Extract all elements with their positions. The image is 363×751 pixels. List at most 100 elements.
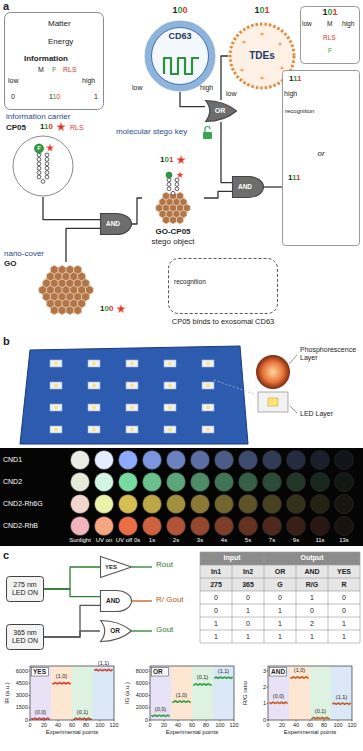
state-label: (1,1) <box>218 668 229 674</box>
tick-mark <box>178 720 179 722</box>
sample-disc <box>71 495 90 514</box>
code-value: 101 <box>254 6 269 16</box>
state-band <box>51 666 72 720</box>
tick-mark <box>58 720 59 722</box>
column-label: 11s <box>315 537 324 544</box>
led-light <box>206 384 210 388</box>
vesicle-dot <box>260 76 263 79</box>
sample-disc <box>263 495 282 514</box>
led-light <box>54 362 58 366</box>
connector <box>66 228 100 262</box>
or-gate: OR <box>100 620 132 642</box>
and-gate: AND <box>100 590 132 612</box>
code-digit: 1 <box>169 155 173 164</box>
sample-disc <box>95 473 114 492</box>
tick-mark <box>310 720 311 722</box>
tick-mark <box>149 683 151 684</box>
state-label: (0,0) <box>273 693 284 699</box>
scale-label: F <box>52 66 56 74</box>
tick-mark <box>268 720 269 722</box>
tick-mark <box>164 720 165 722</box>
gate-outline <box>101 621 132 642</box>
sample-disc <box>215 473 234 492</box>
tick-mark <box>29 720 31 721</box>
code-digit: 1 <box>40 122 44 131</box>
led-chip <box>50 360 62 367</box>
node-outline <box>168 258 278 314</box>
scale-label: high <box>342 20 354 27</box>
data-point <box>231 677 233 679</box>
connector <box>44 631 100 637</box>
data-point <box>286 702 288 704</box>
tick-label: 100 <box>215 722 224 728</box>
code-value: 100 <box>172 6 187 16</box>
yes-gate: YES <box>100 556 132 578</box>
table-cell: 1 <box>342 620 346 628</box>
photo-ground <box>0 448 363 546</box>
tick-label: 0 <box>266 722 269 728</box>
node-label: 365 nm LED ON <box>9 629 41 644</box>
table-rule <box>200 565 360 566</box>
code-digit: 1 <box>52 93 56 100</box>
state-band <box>72 666 93 720</box>
go-hexagon <box>177 216 184 224</box>
sample-disc <box>119 517 138 536</box>
code-digit: 0 <box>183 5 188 15</box>
sample-disc <box>191 517 210 536</box>
chart-title: OR <box>153 668 163 675</box>
code-digit: 0 <box>109 304 113 313</box>
vesicle-dot <box>240 68 243 71</box>
base-bead <box>45 175 49 179</box>
state-band <box>331 666 352 720</box>
code-digit: 1 <box>100 304 104 313</box>
tick-mark <box>206 720 207 722</box>
sample-disc <box>143 495 162 514</box>
sample-disc <box>335 451 354 470</box>
table-cell: 1 <box>278 620 282 628</box>
code-digit: 1 <box>296 173 300 182</box>
led-layer <box>258 392 288 412</box>
rls-star <box>177 156 186 164</box>
tick-label: 100 <box>95 722 104 728</box>
node-label: or <box>317 150 324 159</box>
led-chip <box>88 426 100 433</box>
table-cell: 1 <box>214 620 218 628</box>
led-chip <box>202 426 214 433</box>
tick-label: 3000 <box>16 692 28 698</box>
led-chip <box>202 404 214 411</box>
binding-box: recognitionCP05 binds to exosomal CD63 <box>168 258 278 314</box>
table-rule <box>200 552 360 553</box>
tick-label: 40 <box>175 722 181 728</box>
tick-label: 60 <box>307 722 313 728</box>
table-cell: 0 <box>214 594 218 602</box>
state-label: (0,1) <box>197 674 208 680</box>
chart-title: AND <box>271 668 285 675</box>
tick-label: 80 <box>83 722 89 728</box>
led-die <box>268 398 278 406</box>
table-cell: 0 <box>342 607 346 615</box>
column-label: 1s <box>149 537 155 544</box>
sample-disc <box>311 451 330 470</box>
ring-label: low <box>132 84 143 92</box>
code-digit: 0 <box>327 7 332 17</box>
output-wire <box>132 566 152 567</box>
scale-label: RLS <box>323 34 336 41</box>
plot-frame <box>150 666 234 720</box>
tick-label: 100 <box>333 722 342 728</box>
led-chip <box>164 426 176 433</box>
table-cell: 1 <box>246 607 250 615</box>
table-cell: 2 <box>310 620 314 628</box>
sample-disc <box>239 495 258 514</box>
table-rule <box>200 604 360 605</box>
vesicle-dot <box>242 40 245 43</box>
code-digit: 1 <box>297 74 301 83</box>
led-light <box>92 406 96 410</box>
tick-mark <box>234 720 235 722</box>
plot-frame <box>268 666 352 720</box>
axis-title: Experimental points <box>284 729 337 736</box>
tick-mark <box>149 670 151 671</box>
led-light <box>130 406 134 410</box>
tick-label: 20 <box>279 722 285 728</box>
tick-label: 4500 <box>16 680 28 686</box>
node-label: 275 nm LED ON <box>9 581 41 596</box>
